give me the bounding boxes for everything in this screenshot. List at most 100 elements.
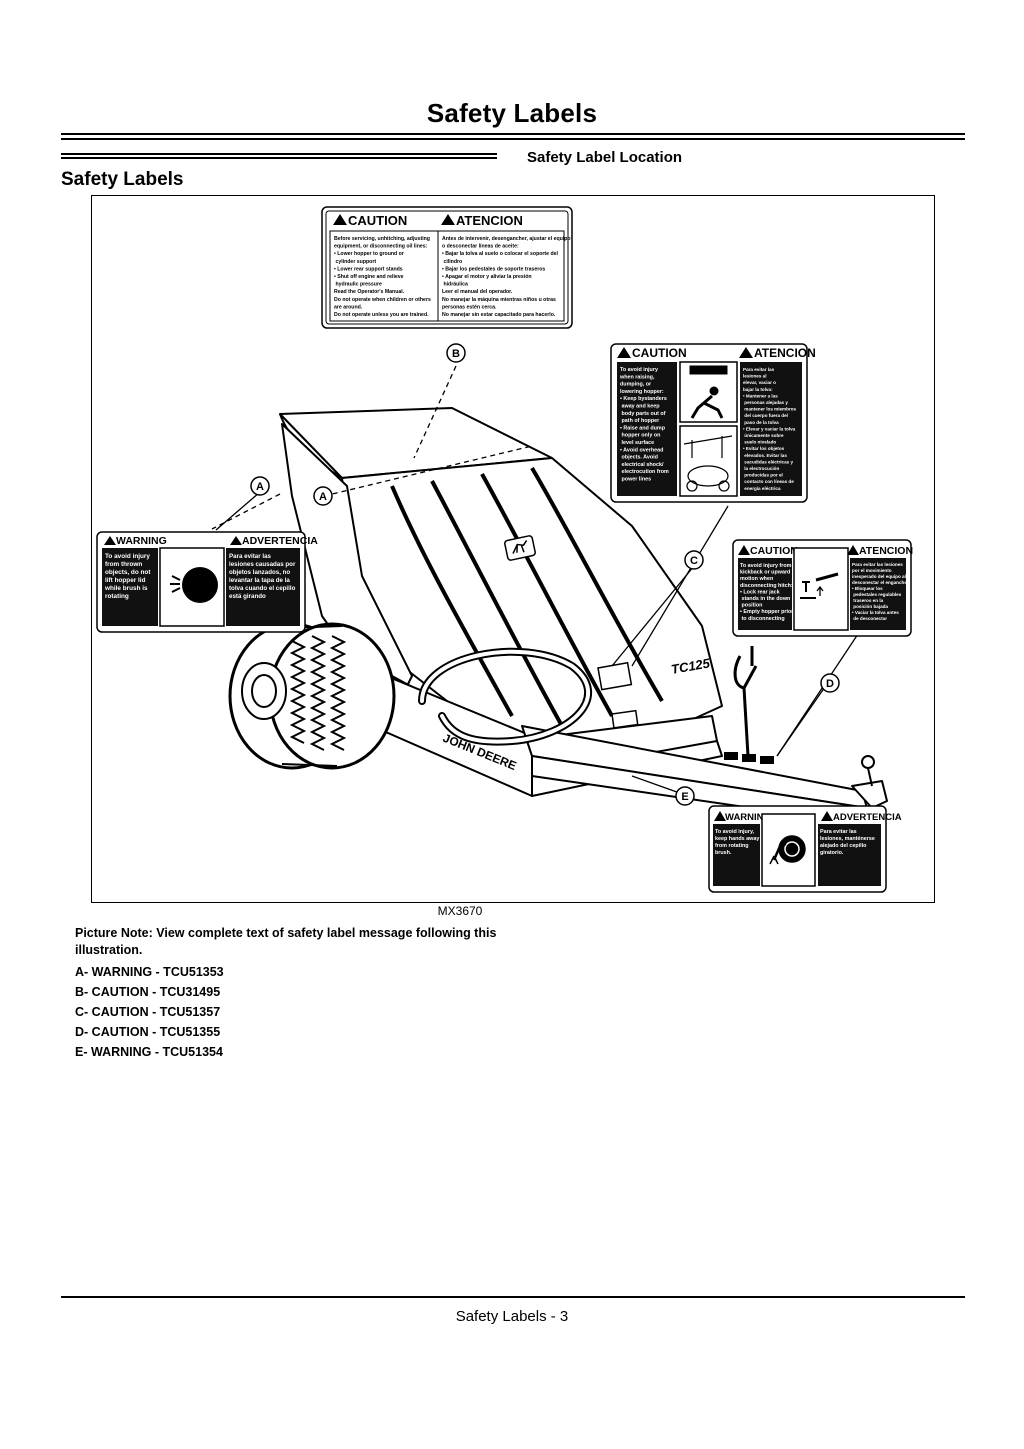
section-heading: Safety Labels [61,169,184,190]
decal-text-line: cilindro [442,259,462,265]
decal-text-line: inesperado del equipo al [852,574,906,579]
decal-text-line: levantar la tapa de la [229,577,290,584]
legend-item: D- CAUTION - TCU51355 [75,1025,221,1039]
decal-text-line: • Bloquear los [852,586,883,591]
decal-text-line: No manejar la máquina mientras niños u o… [442,297,556,303]
machine-model: TC125 [670,655,712,677]
decal-text-line: tolva cuando el cepillo [229,585,296,592]
figure-illustration: TC125 JOHN DEERE B [96,206,913,893]
decal-text-line: hopper only on [620,433,660,439]
decal-text-line: • Mantener a las [743,393,778,398]
decal-text-line: • Apagar el motor y aliviar la presión [442,274,532,280]
hose-stand [733,655,750,757]
decal-text-line: personas alejadas y [743,400,788,405]
decal-text-line: traseros en la [852,598,884,603]
decal-c-title-es: ATENCION [754,346,816,360]
decal-text-line: electrocution from [620,469,669,475]
decal-text-line: • Raise and dump [620,425,666,431]
figure-code: MX3670 [437,904,483,918]
decal-text-line: desconectar el enganche: [852,580,909,585]
svg-text:E: E [681,791,688,803]
decal-text-line: producidas por el [743,473,783,478]
caution-title-en: CAUTION [348,213,407,228]
decal-text-line: objects, do not [105,569,151,576]
powerline-pictogram-icon [683,435,733,492]
decal-text-line: power lines [620,477,651,483]
decal-a-title-en: WARNING [116,535,167,547]
decal-text-line: pedestales regulables [852,592,902,597]
decal-text-line: Para evitar las [229,553,272,560]
decal-text-line: giratorio. [820,850,844,856]
decal-e: WARNING ADVERTENCIA To avoid injury,keep… [708,805,902,893]
callout-d: D [820,673,840,693]
decal-text-line: elevar, vaciar o [743,380,776,385]
decal-text-line: motion when [740,576,773,582]
decal-text-line: • Shut off engine and relieve [334,274,404,280]
decal-text-line: Do not operate unless you are trained. [334,312,429,318]
svg-text:A: A [256,481,264,493]
decal-text-line: level surface [620,440,654,446]
hopper-crush-pictogram-icon [689,365,728,419]
decal-text-line: equipment, or disconnecting oil lines: [334,244,428,250]
svg-text:B: B [452,348,460,360]
decal-text-line: away and keep [620,404,660,410]
decal-text-line: from thrown [105,561,142,568]
decal-text-line: brush. [715,850,732,856]
decal-text-line: suelo nivelado [743,440,776,445]
decal-text-line: únicamente sobre [743,433,784,438]
page-footer: Safety Labels - 3 [455,1308,569,1325]
rotating-brush-pictogram-icon [769,835,806,865]
label-legend: A- WARNING - TCU51353 B- CAUTION - TCU31… [75,962,224,1062]
decal-text-line: lesiones, manténerse [820,836,875,842]
decal-text-line: objects. Avoid [620,455,658,461]
decal-text-line: contacto con líneas de [743,479,794,484]
decal-text-line: Do not operate when children or others [334,297,431,303]
decal-text-line: from rotating [715,843,749,849]
decal-text-line: sacudidas eléctricas y [743,459,793,464]
decal-text-line: • Lock rear jack [740,589,780,595]
decal-text-line: • Empty hopper prior [740,609,794,615]
svg-text:A: A [319,491,327,503]
decal-text-line: bajar la tolva: [743,387,773,392]
callout-c: C [684,550,704,570]
decal-text-line: paso de la tolva [743,420,779,425]
decal-b-text-es: Antes de intervenir, desengancher, ajust… [442,236,571,318]
decal-text-line: posición bajada [852,604,888,609]
decal-text-line: la electrocución [743,466,779,471]
decal-text-line: Antes de intervenir, desengancher, ajust… [442,236,571,242]
footer-rule [61,1296,965,1298]
decal-d-title-es: ATENCION [859,545,913,557]
decal-text-line: kickback or upward [740,570,790,576]
decal-text-line: To avoid injury, [715,829,755,835]
decal-text-line: de desconectar [852,616,887,621]
callout-a-upper: A [250,476,270,496]
decal-text-line: mantener los miembros [743,407,797,412]
legend-item: E- WARNING - TCU51354 [75,1045,223,1059]
decal-text-line: del cuerpo fuera del [743,413,788,418]
decal-text-line: cylinder support [334,259,376,265]
decal-text-line: • Evitar los objetos [743,446,785,451]
decal-text-line: Para evitar las [743,367,775,372]
decal-text-line: lesiones causadas por [229,561,296,568]
decal-text-line: personas estén cerca. [442,304,497,310]
svg-text:D: D [826,678,834,690]
decal-text-line: position [740,603,762,609]
decal-text-line: • Bajar los pedestales de soporte traser… [442,266,545,272]
legend-item: A- WARNING - TCU51353 [75,965,224,979]
decal-text-line: • Lower hopper to ground or [334,251,404,257]
decal-text-line: lesiones al [743,374,767,379]
decal-text-line: hydraulic pressure [334,282,382,288]
decal-text-line: hidráulica [442,282,468,288]
decal-text-line: lowering hopper: [620,389,664,395]
svg-text:C: C [690,555,698,567]
decal-text-line: when raising, [619,374,655,380]
decal-text-line: to disconnecting [740,616,785,622]
decal-b-es: ATENCION [437,213,565,322]
